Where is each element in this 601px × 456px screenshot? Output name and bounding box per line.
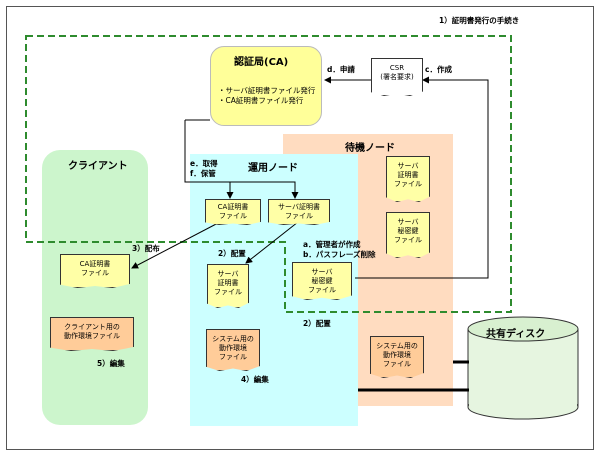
- client-env-file: クライアント用の 動作環境ファイル: [50, 317, 134, 351]
- standby-server-cert-file: サーバ 証明書 ファイル: [386, 156, 430, 202]
- standby-server-cert-line1: サーバ: [397, 162, 419, 170]
- step-f-label: f．保管: [190, 169, 216, 178]
- standby-server-cert-line3: ファイル: [394, 179, 422, 188]
- step-edit-client-label: 5）編集: [97, 359, 125, 368]
- active-private-key-file: サーバ 秘密鍵 ファイル: [292, 262, 352, 300]
- step-d-label: d．申請: [327, 65, 355, 74]
- step-place-key-label: 2）配置: [303, 319, 331, 328]
- client-ca-cert-file: CA証明書 ファイル: [60, 254, 130, 288]
- standby-system-env-file: システム用の 動作環境 ファイル: [370, 336, 424, 378]
- procedure-title: 1）証明書発行の手続き: [439, 16, 520, 25]
- client-ca-cert-line1: CA証明書: [79, 260, 111, 268]
- step-c-label: c．作成: [425, 65, 452, 74]
- active-server-cert2-line3: ファイル: [214, 287, 242, 296]
- ca-title: 認証局(CA): [234, 57, 289, 68]
- step-place-cert-label: 2）配置: [218, 249, 246, 258]
- active-ca-cert-line1: CA証明書: [217, 203, 249, 211]
- ca-item-server-cert: ・サーバ証明書ファイル発行: [218, 86, 316, 95]
- standby-private-key-line1: サーバ: [397, 218, 419, 226]
- active-server-cert-file: サーバ証明書 ファイル: [268, 199, 330, 225]
- standby-private-key-line3: ファイル: [394, 235, 422, 244]
- step-edit-system-label: 4）編集: [241, 375, 269, 384]
- active-server-cert-line2: ファイル: [285, 211, 313, 220]
- client-env-line2: 動作環境ファイル: [64, 331, 120, 340]
- standby-env-line1: システム用の: [376, 342, 418, 350]
- csr-document: CSR (署名要求): [371, 58, 423, 96]
- diagram-frame: [6, 6, 594, 450]
- active-server-cert-file-placed: サーバ 証明書 ファイル: [207, 264, 249, 308]
- active-ca-cert-line2: ファイル: [219, 211, 247, 220]
- standby-env-line3: ファイル: [383, 359, 411, 368]
- active-server-cert2-line2: 証明書: [217, 278, 239, 287]
- client-title: クライアント: [68, 161, 128, 172]
- standby-private-key-file: サーバ 秘密鍵 ファイル: [386, 212, 430, 258]
- active-system-env-file: システム用の 動作環境 ファイル: [206, 329, 260, 371]
- active-private-key-line1: サーバ: [311, 268, 333, 276]
- active-env-line3: ファイル: [219, 352, 247, 361]
- client-ca-cert-line2: ファイル: [81, 268, 109, 277]
- standby-private-key-line2: 秘密鍵: [397, 226, 419, 235]
- active-private-key-line3: ファイル: [308, 285, 336, 294]
- step-b-label: b．パスフレーズ削除: [303, 250, 376, 259]
- ca-item-ca-cert: ・CA証明書ファイル発行: [218, 96, 304, 105]
- standby-node-title: 待機ノード: [345, 143, 395, 154]
- standby-server-cert-line2: 証明書: [397, 170, 419, 179]
- csr-line1: CSR: [389, 64, 405, 72]
- step-a-label: a．管理者が作成: [303, 240, 361, 249]
- step-distribute-label: 3）配布: [132, 244, 160, 253]
- active-server-cert2-line1: サーバ: [217, 270, 239, 278]
- active-node-title: 運用ノード: [248, 163, 298, 174]
- csr-line2: (署名要求): [380, 72, 414, 81]
- step-e-label: e．取得: [190, 159, 218, 168]
- active-env-line2: 動作環境: [219, 343, 247, 352]
- active-server-cert-line1: サーバ証明書: [278, 203, 320, 211]
- client-region: [42, 150, 148, 425]
- active-private-key-line2: 秘密鍵: [311, 276, 333, 285]
- ca-box: [210, 46, 322, 126]
- active-ca-cert-file: CA証明書 ファイル: [205, 199, 261, 225]
- standby-env-line2: 動作環境: [383, 350, 411, 359]
- client-env-line1: クライアント用の: [64, 323, 120, 331]
- active-env-line1: システム用の: [212, 335, 254, 343]
- shared-disk-title: 共有ディスク: [486, 329, 546, 340]
